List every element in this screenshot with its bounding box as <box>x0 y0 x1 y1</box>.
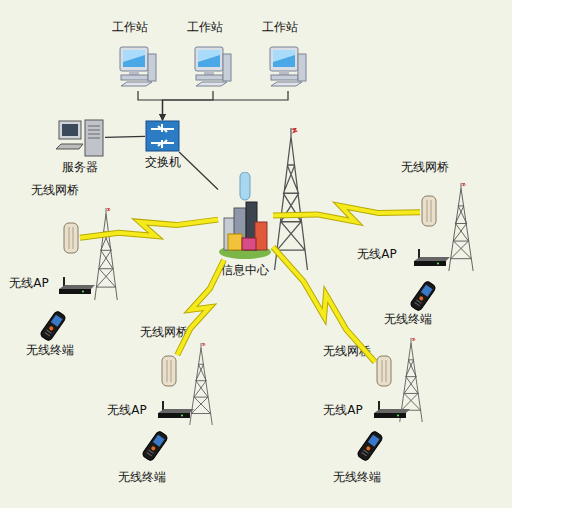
wireless-bridge: 无线网桥 <box>375 355 393 389</box>
tower <box>190 343 213 425</box>
workstation: 工作站 <box>268 45 308 91</box>
bridge-icon <box>377 356 391 386</box>
node-label: 工作站 <box>100 20 160 34</box>
node-label: 无线AP <box>102 403 152 417</box>
wireless-link <box>273 206 420 222</box>
background <box>0 0 512 508</box>
node-label: 无线AP <box>4 276 54 290</box>
switch: 交换机 <box>145 120 180 152</box>
server: 服务器 <box>55 118 105 158</box>
node-label: 无线网桥 <box>395 160 455 174</box>
cable-link <box>105 136 145 137</box>
wireless-link <box>80 220 218 238</box>
tower <box>449 183 473 271</box>
wireless-terminal: 无线终端 <box>140 430 170 462</box>
city-icon <box>219 172 271 259</box>
wireless-bridge: 无线网桥 <box>160 355 178 389</box>
node-label: 无线终端 <box>378 312 438 326</box>
connector-line <box>163 91 214 120</box>
bridge-icon <box>64 223 78 253</box>
workstation: 工作站 <box>193 45 233 91</box>
info-center: 信息中心 <box>218 172 273 260</box>
wireless-terminal: 无线终端 <box>355 430 385 462</box>
bolt-outline <box>273 247 375 362</box>
terminal-icon <box>409 280 436 311</box>
wireless-terminal: 无线终端 <box>38 310 68 342</box>
wireless-link <box>177 260 224 355</box>
wireless-ap: 无线AP <box>156 400 196 420</box>
node-label: 交换机 <box>133 155 193 169</box>
node-label: 无线网桥 <box>317 344 377 358</box>
node-label: 无线AP <box>352 247 402 261</box>
node-label: 工作站 <box>250 20 310 34</box>
wireless-terminal: 无线终端 <box>408 280 438 312</box>
workstation-icon <box>195 47 231 86</box>
wireless-link <box>273 247 375 362</box>
workstation-icon <box>270 47 306 86</box>
ap-icon <box>59 277 95 294</box>
wireless-ap: 无线AP <box>57 276 97 296</box>
bridge-icon <box>162 356 176 386</box>
ap-icon <box>374 401 410 418</box>
wireless-bridge: 无线网桥 <box>62 222 80 256</box>
bolt-outline <box>273 206 420 222</box>
lightning-bolt <box>177 260 224 355</box>
node-label: 无线AP <box>318 403 368 417</box>
lightning-bolt <box>273 247 375 362</box>
node-label: 无线网桥 <box>25 183 85 197</box>
ap-icon <box>414 249 450 266</box>
switch-icon <box>146 121 179 151</box>
node-label: 信息中心 <box>215 263 275 277</box>
connector-line <box>163 91 289 120</box>
bolt-outline <box>177 260 224 355</box>
lightning-bolt <box>273 206 420 222</box>
node-label: 无线终端 <box>327 470 387 484</box>
server-icon <box>56 120 103 156</box>
connector-line <box>179 152 218 190</box>
node-label: 工作站 <box>175 20 235 34</box>
workstation-icon <box>120 47 156 86</box>
node-label: 无线终端 <box>112 470 172 484</box>
connector-line <box>105 136 145 137</box>
cable-link <box>138 91 163 120</box>
cable-link <box>163 91 214 120</box>
cable-link <box>179 152 218 190</box>
bridge-icon <box>422 196 436 226</box>
tower <box>95 208 118 300</box>
workstation: 工作站 <box>118 45 158 91</box>
node-label: 无线网桥 <box>134 325 194 339</box>
wireless-ap: 无线AP <box>372 400 412 420</box>
node-label: 服务器 <box>50 160 110 174</box>
tower <box>275 128 308 270</box>
terminal-icon <box>141 430 168 461</box>
wireless-ap: 无线AP <box>412 248 452 268</box>
terminal-icon <box>356 430 383 461</box>
terminal-icon <box>39 310 66 341</box>
ap-icon <box>158 401 194 418</box>
connector-line <box>138 91 163 120</box>
bolt-outline <box>80 220 218 238</box>
cable-link <box>163 91 289 120</box>
lightning-bolt <box>80 220 218 238</box>
node-label: 无线终端 <box>20 343 80 357</box>
wireless-bridge: 无线网桥 <box>420 195 438 229</box>
